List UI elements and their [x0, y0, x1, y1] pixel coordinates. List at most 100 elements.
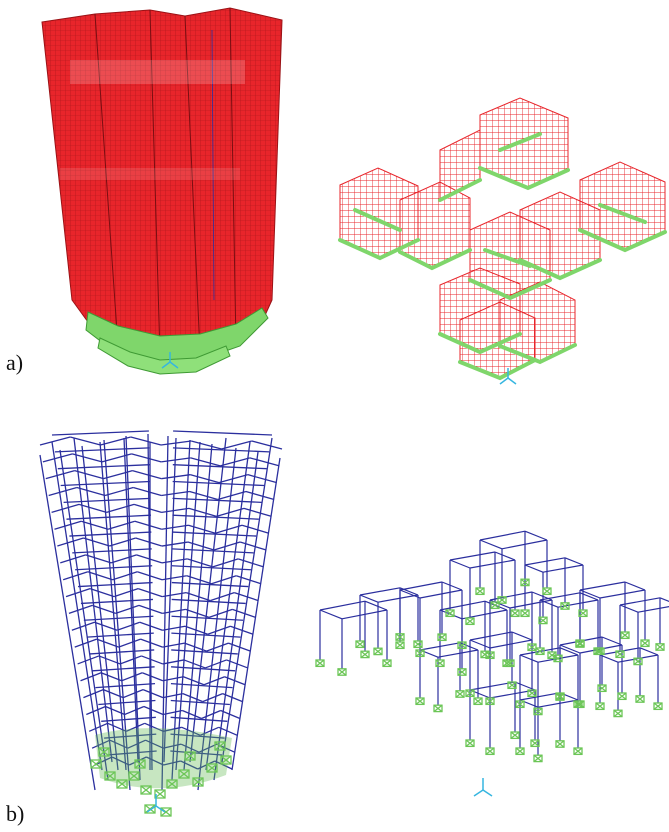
support-symbol	[457, 668, 467, 676]
plan-frame-supports	[315, 578, 665, 763]
support-symbol	[560, 602, 570, 610]
support-symbol	[465, 689, 475, 698]
support-symbol	[220, 755, 232, 765]
support-symbol	[497, 596, 507, 604]
support-symbol	[415, 649, 425, 658]
support-symbol	[455, 690, 465, 698]
tower-base-supports	[85, 307, 269, 375]
support-symbol	[613, 709, 623, 718]
support-symbol	[433, 704, 443, 713]
support-symbol	[373, 647, 383, 656]
support-symbol	[535, 647, 545, 656]
support-symbol	[178, 769, 190, 779]
support-symbol	[214, 741, 226, 751]
support-symbol	[395, 633, 405, 641]
support-symbol	[395, 641, 405, 650]
support-symbol	[505, 659, 515, 668]
support-symbol	[457, 641, 467, 650]
support-symbol	[485, 651, 495, 660]
plan-a-axis-marker	[499, 368, 517, 385]
tower-fold-lines	[94, 7, 237, 356]
plan-a-wall-modules	[339, 97, 666, 379]
support-symbol	[485, 697, 495, 706]
support-symbol	[520, 609, 530, 618]
support-symbol	[640, 639, 650, 648]
support-symbol	[140, 785, 152, 795]
support-symbol	[510, 731, 520, 740]
support-symbol	[144, 804, 156, 814]
panel-label-b: b)	[6, 801, 25, 826]
support-symbol	[116, 779, 128, 789]
support-symbol	[595, 647, 605, 656]
support-symbol	[160, 807, 172, 817]
support-symbol	[530, 739, 540, 748]
panel-b-plan-frame	[315, 530, 669, 797]
support-symbol	[553, 654, 563, 663]
support-symbol	[635, 695, 645, 703]
support-symbol	[510, 609, 520, 618]
support-symbol	[360, 650, 370, 659]
support-symbol	[465, 617, 475, 626]
support-symbol	[445, 609, 455, 618]
plan-a-supports	[338, 132, 667, 381]
support-symbol	[485, 747, 495, 756]
support-symbol	[475, 587, 485, 596]
support-symbol	[575, 639, 585, 648]
support-symbol	[555, 692, 565, 701]
support-symbol	[542, 587, 552, 596]
support-symbol	[184, 751, 196, 761]
support-symbol	[520, 578, 530, 587]
support-symbol	[473, 697, 483, 706]
support-symbol	[538, 616, 548, 625]
tower-axis-marker	[161, 352, 179, 369]
support-symbol	[192, 777, 204, 787]
support-symbol	[355, 640, 365, 649]
support-symbol	[507, 681, 517, 690]
support-symbol	[575, 700, 585, 709]
support-symbol	[617, 692, 627, 701]
plan-frame-members	[319, 530, 669, 756]
support-symbol	[437, 633, 447, 642]
support-symbol	[98, 747, 110, 757]
frame-tower-members	[39, 430, 283, 791]
support-symbol	[597, 684, 607, 693]
support-symbol	[655, 643, 665, 651]
support-symbol	[166, 779, 178, 789]
panel-a-tower-3d	[41, 7, 283, 375]
support-symbol	[315, 659, 325, 668]
support-symbol	[620, 631, 630, 640]
support-symbol	[413, 640, 423, 649]
support-symbol	[578, 609, 588, 618]
support-symbol	[515, 747, 525, 756]
support-symbol	[573, 747, 583, 756]
support-symbol	[527, 643, 537, 652]
support-symbol	[515, 700, 525, 709]
support-symbol	[633, 657, 643, 666]
support-symbol	[653, 702, 663, 711]
support-symbol	[382, 659, 392, 668]
frame-tower-supports	[90, 728, 232, 817]
support-symbol	[134, 759, 146, 769]
support-symbol	[555, 740, 565, 748]
support-symbol	[465, 739, 475, 748]
support-symbol	[527, 689, 537, 698]
support-symbol	[615, 650, 625, 659]
support-symbol	[90, 759, 102, 769]
panel-a-plan-3d	[338, 97, 667, 385]
frame-tower-axis-marker	[146, 794, 166, 813]
support-symbol	[104, 771, 116, 781]
support-symbol	[206, 763, 218, 773]
support-symbol	[337, 668, 347, 676]
plan-frame-axis-marker	[473, 778, 493, 797]
support-symbol	[595, 702, 605, 711]
support-symbol	[533, 754, 543, 763]
support-symbol	[533, 707, 543, 716]
panel-label-a: a)	[6, 350, 24, 375]
tower-highlight-band	[70, 60, 245, 84]
support-symbol	[128, 771, 140, 781]
support-symbol	[435, 659, 445, 668]
panel-b-frame-tower	[39, 430, 283, 817]
support-symbol	[415, 697, 425, 706]
